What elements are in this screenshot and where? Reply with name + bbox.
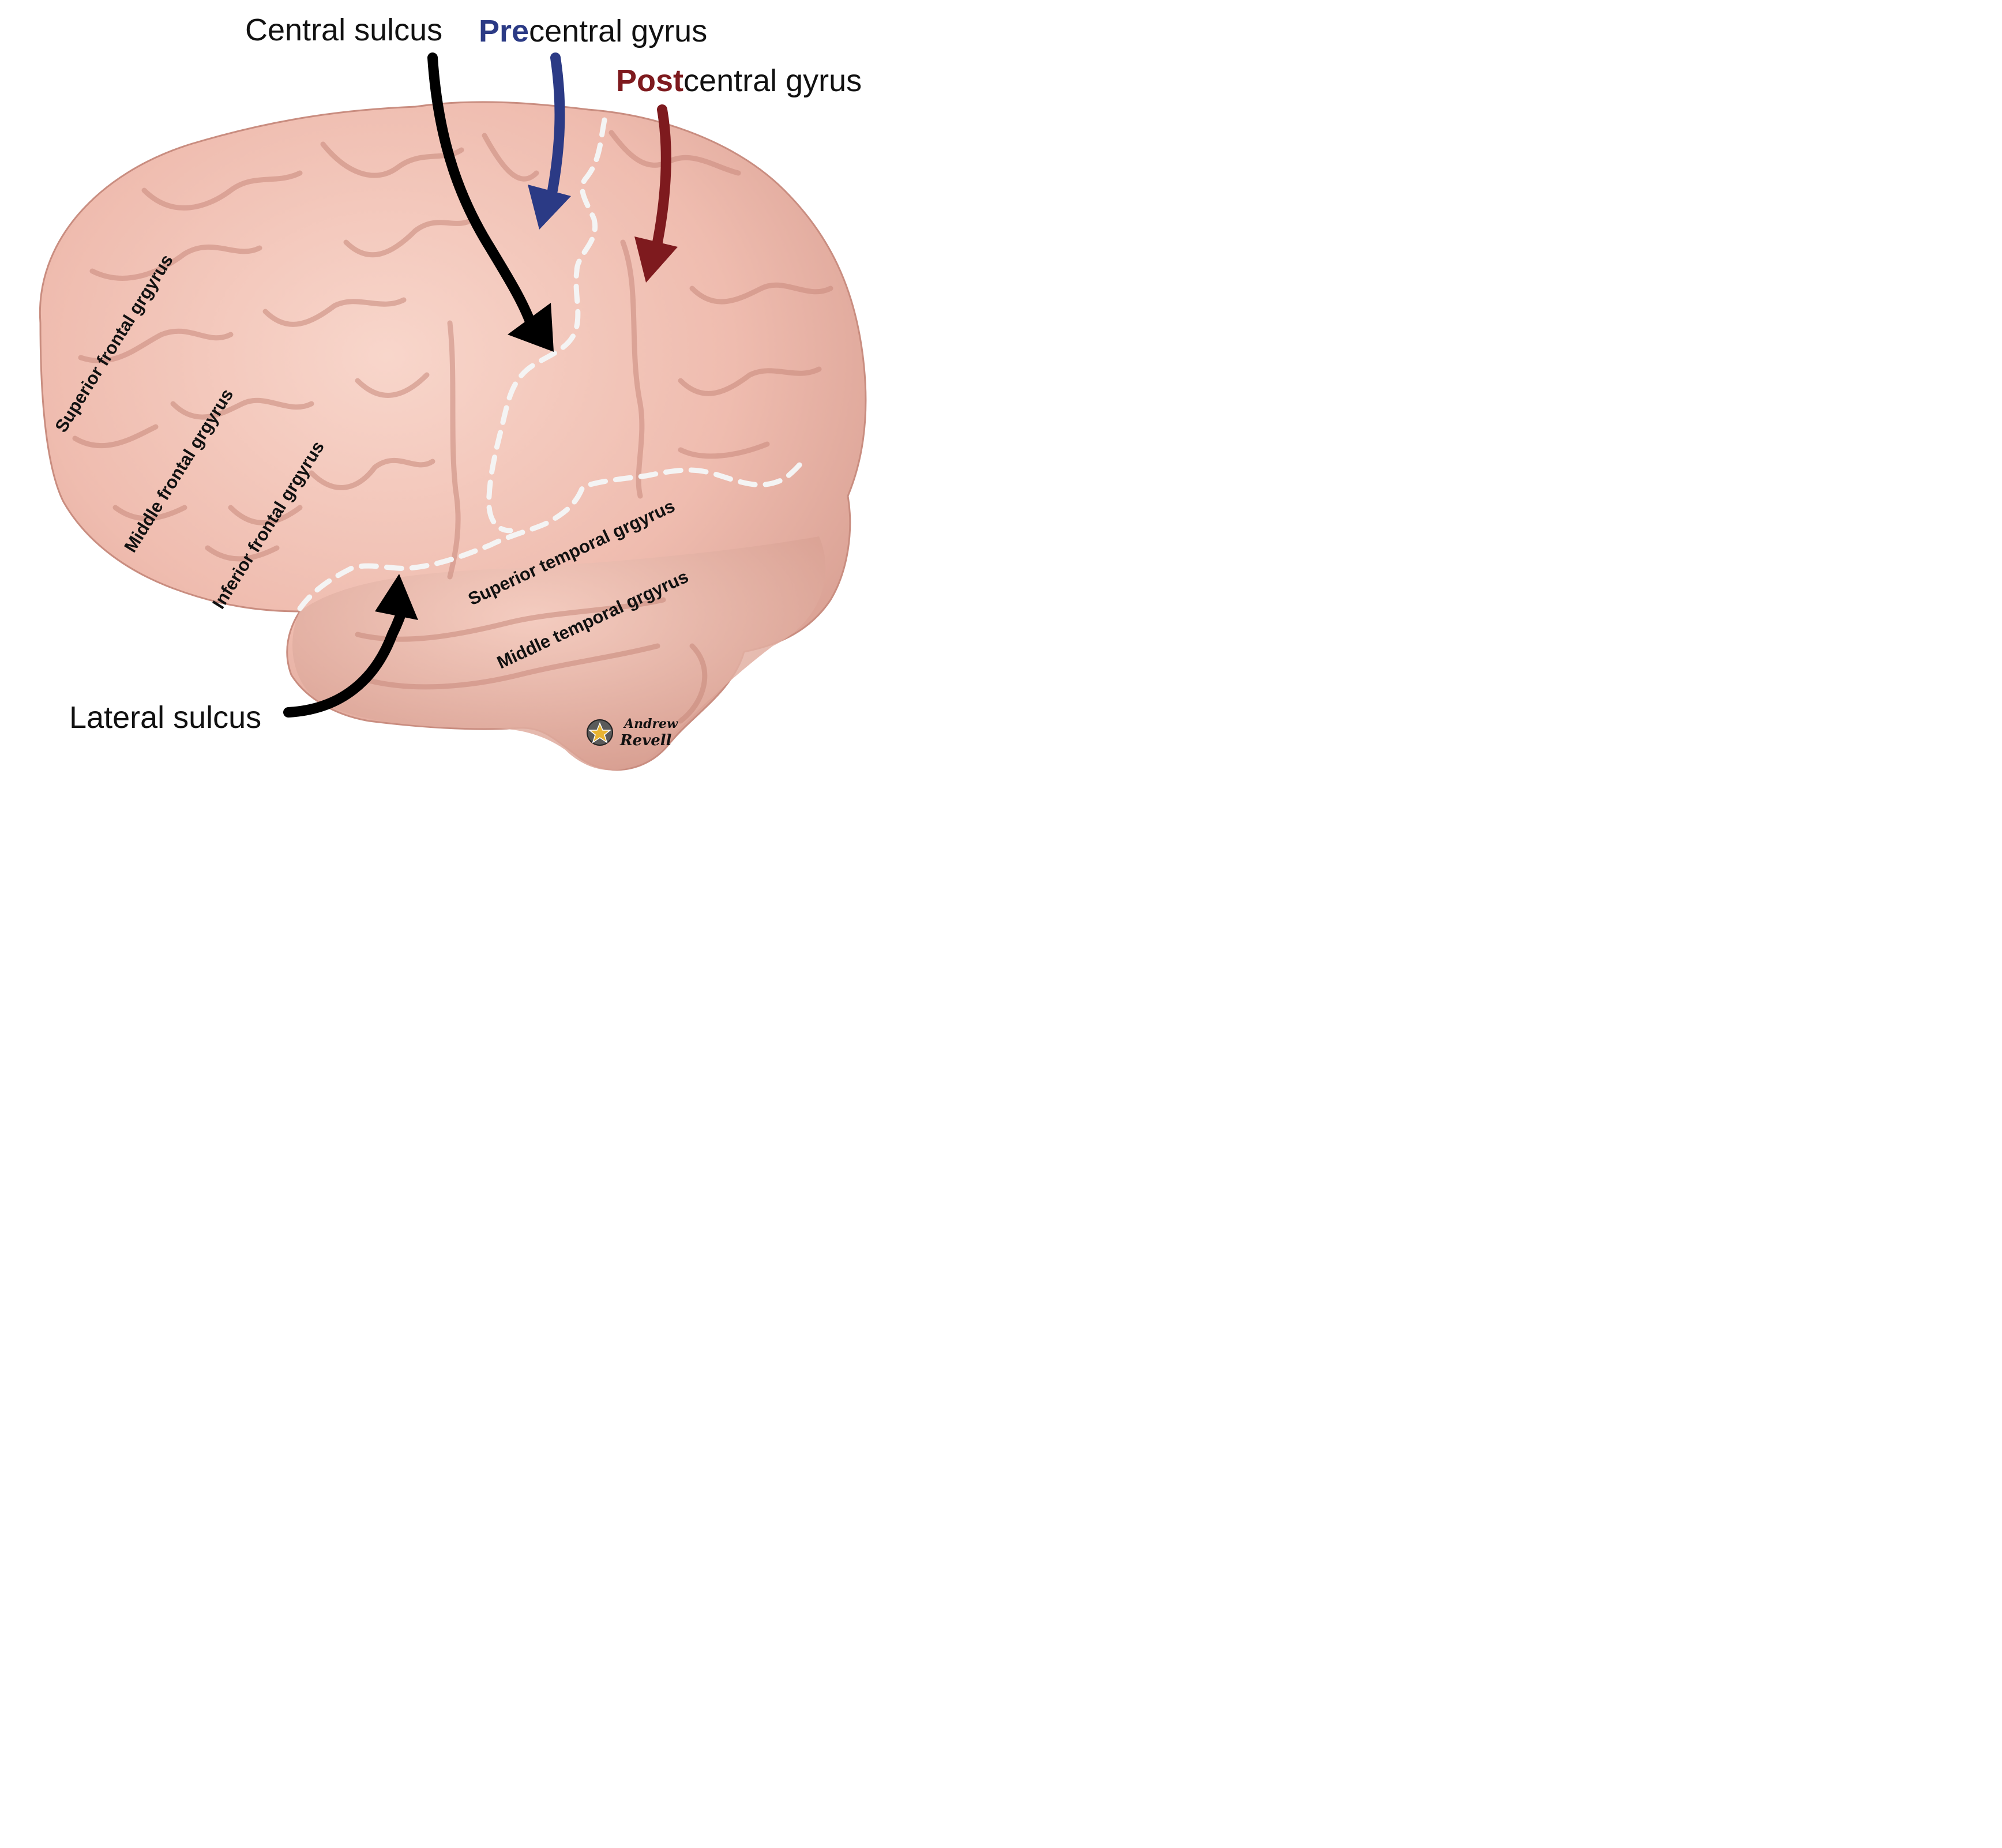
brain-illustration	[39, 101, 867, 771]
postcentral-gyrus-arrow	[634, 104, 678, 283]
central-sulcus-dash	[486, 117, 607, 534]
signature-line-2: Revell	[619, 732, 672, 749]
sulcus-dashes	[297, 117, 806, 611]
central-sulcus-label: Central sulcus	[245, 13, 442, 47]
postcentral-gyrus-label: Postcentral gyrus	[616, 63, 862, 98]
lateral-sulcus-label: Lateral sulcus	[69, 700, 261, 735]
precentral-rest: central gyrus	[529, 14, 707, 48]
andrew-revell-logo: Andrew Revell	[587, 716, 678, 749]
precentral-gyrus-label: Precentral gyrus	[479, 14, 707, 48]
postcentral-rest: central gyrus	[683, 63, 862, 98]
lateral-sulcus-arrow	[283, 574, 418, 718]
central-sulcus-arrow	[427, 52, 554, 352]
signature-line-1: Andrew	[623, 716, 678, 731]
brain-diagram: Central sulcus Precentral gyrus Postcent…	[39, 13, 867, 771]
gyral-folds	[72, 130, 833, 724]
precentral-prefix: Pre	[479, 14, 529, 48]
precentral-gyrus-arrow	[528, 52, 571, 230]
star-icon	[588, 722, 612, 743]
postcentral-prefix: Post	[616, 63, 683, 98]
lateral-sulcus-dash	[297, 459, 806, 611]
